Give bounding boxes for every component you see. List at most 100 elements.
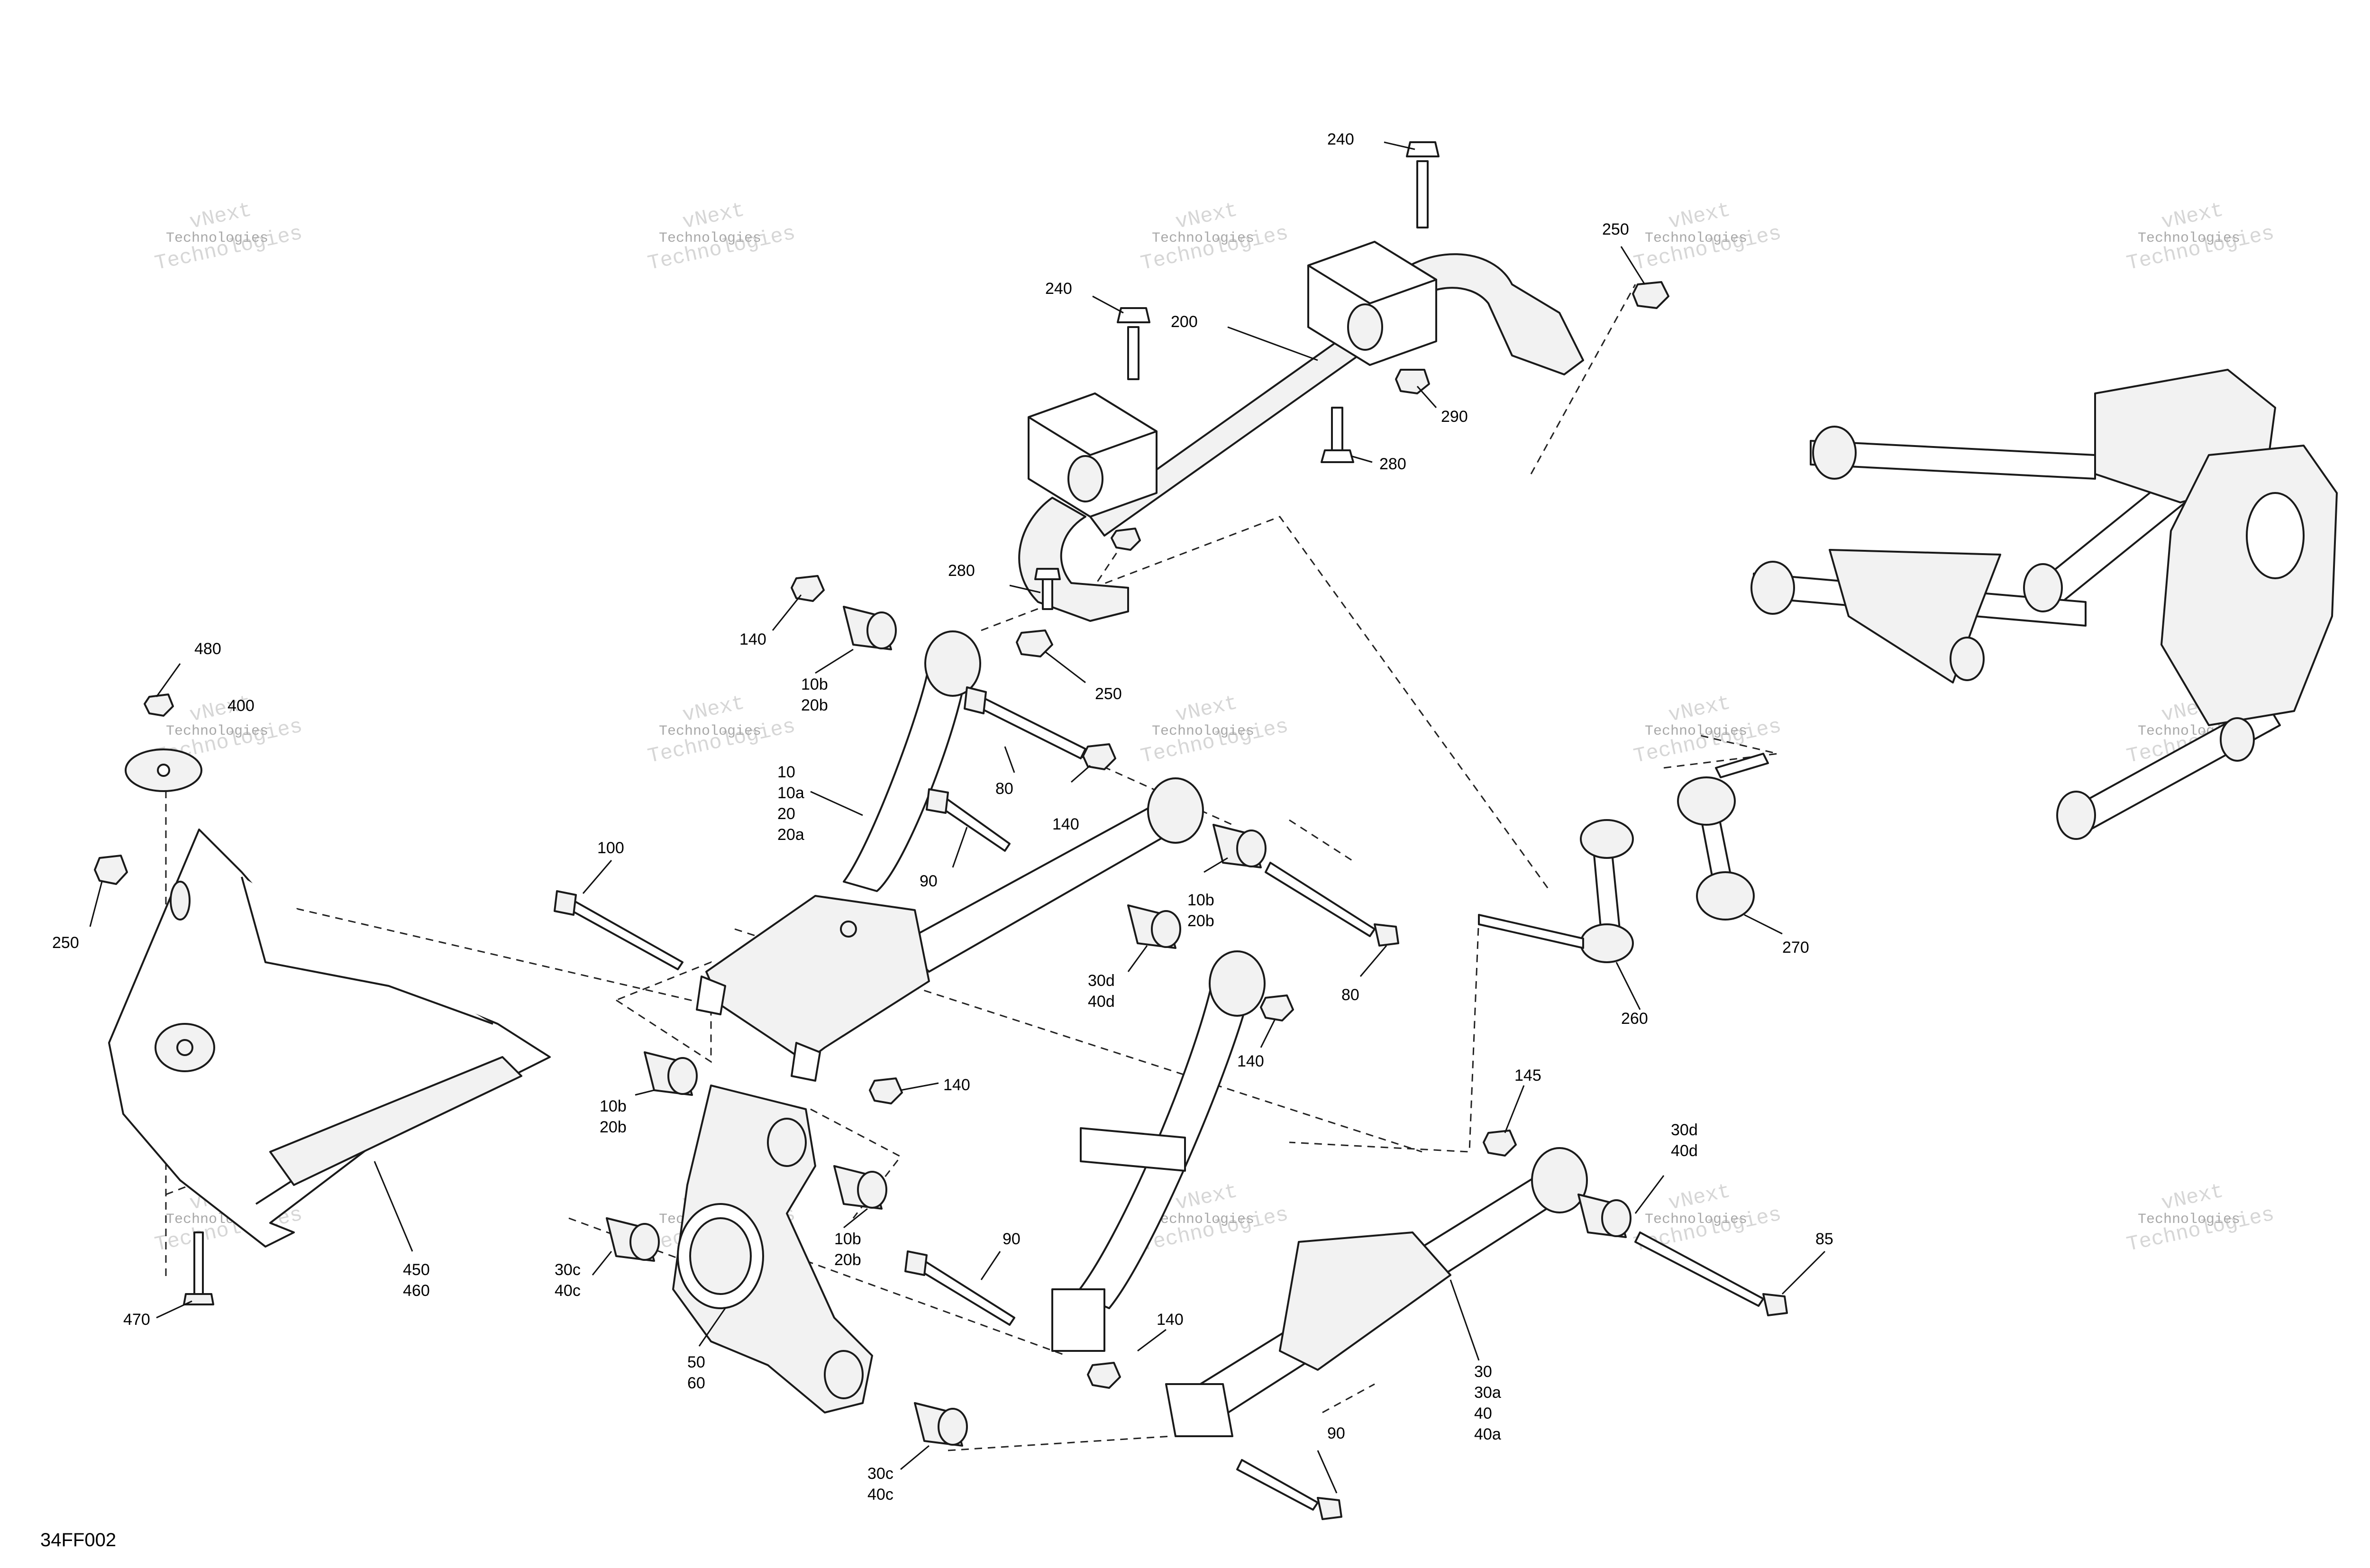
assembled-hub-bore xyxy=(2246,492,2305,579)
watermark-text: Technologies xyxy=(2138,1212,2240,1228)
leader-line xyxy=(1359,945,1387,977)
nut-140-right xyxy=(1260,994,1294,1021)
watermark-text: Technologies xyxy=(166,723,268,739)
bolt-shank xyxy=(1127,326,1139,380)
callout-470: 470 xyxy=(123,1311,150,1329)
knuckle-upper-eye xyxy=(767,1118,807,1167)
leader-line xyxy=(1127,945,1148,972)
watermark: vNext Technologies Technologies xyxy=(1632,199,1783,276)
callout-140-lower: 140 xyxy=(943,1076,970,1094)
leader-line xyxy=(1384,141,1415,150)
callout-30d-40d-right: 30d 40d xyxy=(1671,1121,1702,1160)
leader-line xyxy=(592,1251,612,1276)
leader-line xyxy=(1004,746,1015,773)
leader-line xyxy=(900,1445,930,1470)
bolt-shank xyxy=(193,1231,204,1295)
bushing-10b-20b-top xyxy=(843,606,897,650)
nut-250-guard xyxy=(94,855,128,885)
bolt-head xyxy=(904,1250,928,1276)
nut-body xyxy=(869,1077,903,1104)
bolt-head xyxy=(1406,141,1440,157)
link-lower-eye xyxy=(1696,871,1755,921)
upper-arm-rear-sleeve xyxy=(1147,777,1204,844)
callout-450-460: 450 460 xyxy=(403,1261,434,1300)
nut-body xyxy=(94,855,128,885)
callout-90-upper: 90 xyxy=(920,872,938,890)
nut-290 xyxy=(1395,369,1430,394)
watermark-big-text: vNext xyxy=(1667,199,1733,235)
upper-arm-front-tube xyxy=(843,653,968,892)
bushing-face xyxy=(866,611,897,649)
watermark: vNext Technologies Technologies xyxy=(153,199,304,276)
bushing-30c-40c-knuckle-bottom xyxy=(914,1402,968,1447)
assembled-bushing xyxy=(1812,426,1857,480)
callout-290: 290 xyxy=(1441,408,1468,426)
leader-line xyxy=(1620,246,1646,285)
watermark: vNext Technologies Technologies xyxy=(2124,1180,2276,1258)
assembled-upper-arm-front xyxy=(1810,440,2096,480)
callout-270: 270 xyxy=(1782,939,1809,957)
nut-body xyxy=(791,575,825,602)
bolt-head xyxy=(964,686,987,714)
bolt-80-top xyxy=(964,686,1086,759)
bolt-head xyxy=(1374,923,1399,947)
bolt-80-right xyxy=(1265,862,1399,947)
leader-line xyxy=(1634,1175,1665,1214)
callout-240-left: 240 xyxy=(1045,280,1072,298)
lower-arm-rear-sleeve xyxy=(1531,1147,1588,1213)
bushing-10b-20b-knuckle-top xyxy=(644,1051,698,1096)
washer-400 xyxy=(125,748,202,792)
knuckle-lower-eye xyxy=(824,1350,864,1399)
callout-10b-20b-knuckle-right: 10b 20b xyxy=(834,1230,866,1269)
leader-line xyxy=(635,1089,655,1096)
watermark-big-text: Technologies xyxy=(2124,1203,2276,1257)
watermark-big-text: Technologies xyxy=(2124,221,2276,276)
assembled-bushing xyxy=(2056,791,2096,840)
watermark-text: Technologies xyxy=(1152,230,1254,246)
callout-30d-40d-center: 30d 40d xyxy=(1088,972,1119,1011)
callout-10b-20b-knuckle-top: 10b 20b xyxy=(600,1097,631,1136)
nut-140-top xyxy=(791,575,825,602)
callout-140-top: 140 xyxy=(739,630,766,648)
watermark-text: Technologies xyxy=(2138,230,2240,246)
lower-a-arm-30-40 xyxy=(1051,950,1588,1437)
bolt-90-bottom xyxy=(1236,1459,1342,1520)
nut-body xyxy=(144,693,174,717)
nut-body xyxy=(1087,1362,1121,1389)
stabilizer-bar-200 xyxy=(1018,241,1584,622)
bolt-shank xyxy=(975,696,1086,759)
watermark-big-text: Technologies xyxy=(1139,714,1290,769)
leader-line xyxy=(1615,962,1641,1010)
bushing-face xyxy=(667,1057,698,1095)
skid-plate-mount-hole xyxy=(176,1039,193,1056)
skid-plate-450-460 xyxy=(108,829,551,1248)
leader-line xyxy=(1416,386,1437,408)
callout-10-10a-20-20a: 10 10a 20 20a xyxy=(777,763,809,844)
leader-line xyxy=(1137,1329,1167,1352)
nut-250-right xyxy=(1632,281,1669,309)
callout-260: 260 xyxy=(1621,1010,1648,1028)
leader-line xyxy=(89,881,103,927)
dashed-line xyxy=(1322,1383,1375,1413)
bolt-85 xyxy=(1634,1231,1788,1316)
diagram-reference-code: 34FF002 xyxy=(40,1530,116,1550)
nut-140-lower xyxy=(869,1077,903,1104)
bolt-shank xyxy=(1236,1459,1319,1511)
watermark-text: Technologies xyxy=(1645,230,1747,246)
watermark-big-text: Technologies xyxy=(153,221,304,276)
nut-body xyxy=(1016,629,1053,657)
leader-line xyxy=(900,1082,939,1091)
leader-line xyxy=(1045,651,1086,684)
watermark: vNext Technologies Technologies xyxy=(1139,199,1290,276)
dashed-line xyxy=(1530,284,1636,474)
nut-body xyxy=(1111,528,1141,551)
bolt-shank xyxy=(568,900,684,970)
callout-250-right: 250 xyxy=(1602,220,1629,238)
lower-arm-front-sleeve xyxy=(1209,950,1266,1017)
bolt-head xyxy=(926,788,949,814)
knuckle-hub-bore-inner xyxy=(689,1217,752,1295)
bushing-10b-20b-knuckle-right xyxy=(833,1165,887,1210)
callout-90-bottom: 90 xyxy=(1327,1424,1345,1442)
skid-plate-upper-hole xyxy=(170,881,191,921)
nut-body xyxy=(1632,281,1669,309)
